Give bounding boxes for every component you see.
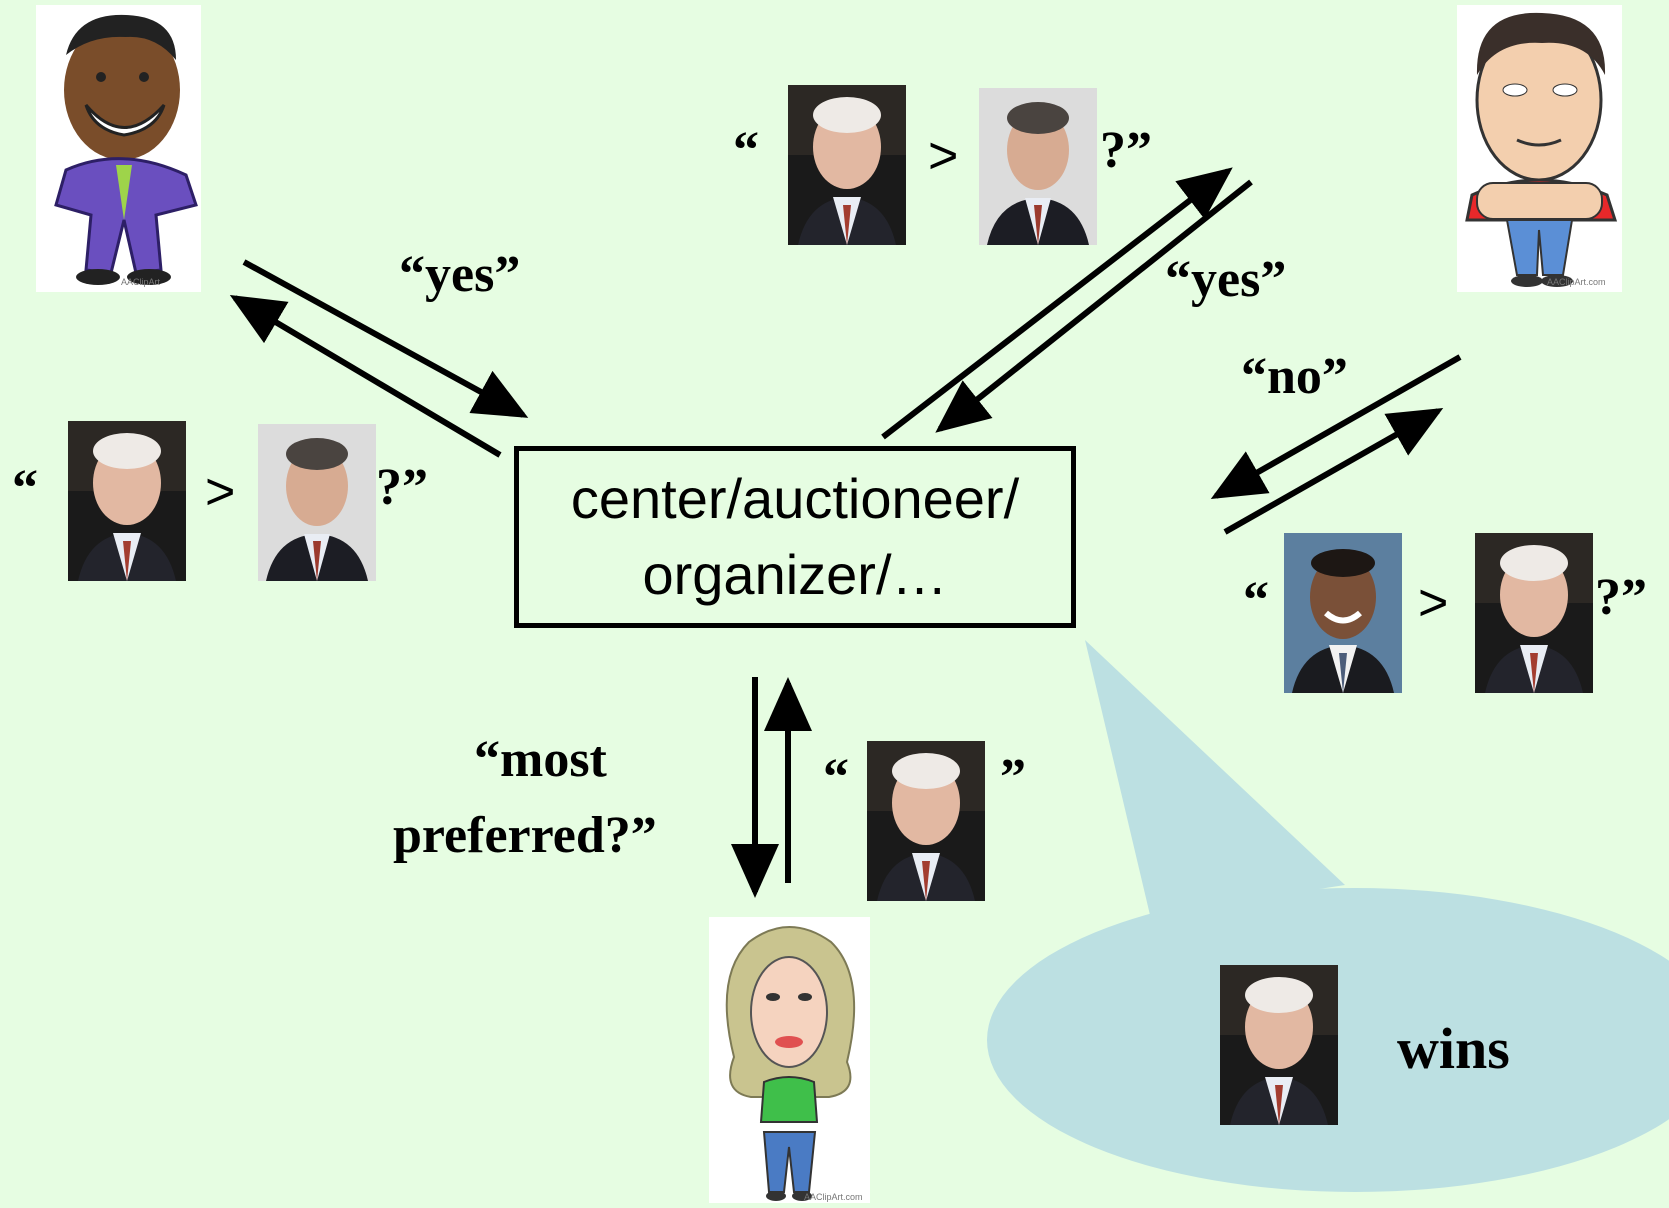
nader-photo-icon [258, 424, 376, 584]
quote-close-left: ?” [376, 459, 428, 516]
agent-cartoon-man-icon: AAClipArt [36, 5, 201, 292]
no-label: “no” [1241, 348, 1348, 405]
quote-open-right: “ [1243, 572, 1269, 629]
agent-cartoon-woman-icon: AAClipArt.com [709, 917, 870, 1203]
mccain-photo-icon [1475, 533, 1593, 693]
quote-close-right: ?” [1595, 569, 1647, 626]
greater-than-top: > [928, 127, 959, 185]
most-preferred-line-1: “most [474, 731, 607, 788]
wins-label: wins [1397, 1016, 1510, 1081]
center-auctioneer-box: center/auctioneer/ organizer/… [514, 446, 1076, 628]
quote-open-left: “ [12, 460, 38, 517]
yes-label-right: “yes” [1165, 251, 1287, 308]
center-line-2: organizer/… [642, 543, 948, 606]
quote-close-top: ?” [1100, 122, 1152, 179]
mccain-photo-icon [867, 741, 985, 901]
arrow-to-center-right [1210, 354, 1462, 499]
yes-label-left: “yes” [399, 246, 521, 303]
arrow-to-agent-topleft [229, 294, 502, 458]
arrow-to-center-topright [935, 179, 1253, 433]
quote-open-bottom: “ [823, 749, 849, 806]
arrow-to-agent-right [1223, 408, 1444, 535]
obama-photo-icon [1284, 533, 1402, 693]
mccain-photo-icon [788, 85, 906, 245]
center-line-1: center/auctioneer/ [570, 467, 1020, 531]
credit-text: AAClipArt [121, 277, 161, 287]
nader-photo-icon [979, 88, 1097, 248]
greater-than-left: > [205, 463, 236, 521]
greater-than-right: > [1418, 574, 1449, 632]
arrow-to-center-topleft [242, 259, 529, 418]
quote-close-bottom: ” [1000, 749, 1026, 806]
mccain-photo-icon [1220, 965, 1338, 1125]
quote-open-top: “ [733, 122, 759, 179]
most-preferred-line-2: preferred?” [393, 807, 657, 864]
credit-text: AAClipArt.com [804, 1192, 863, 1202]
agent-cartoon-man-red-shirt-icon: AAClipArt.com [1457, 5, 1622, 292]
mccain-photo-icon [68, 421, 186, 581]
credit-text: AAClipArt.com [1547, 277, 1606, 287]
